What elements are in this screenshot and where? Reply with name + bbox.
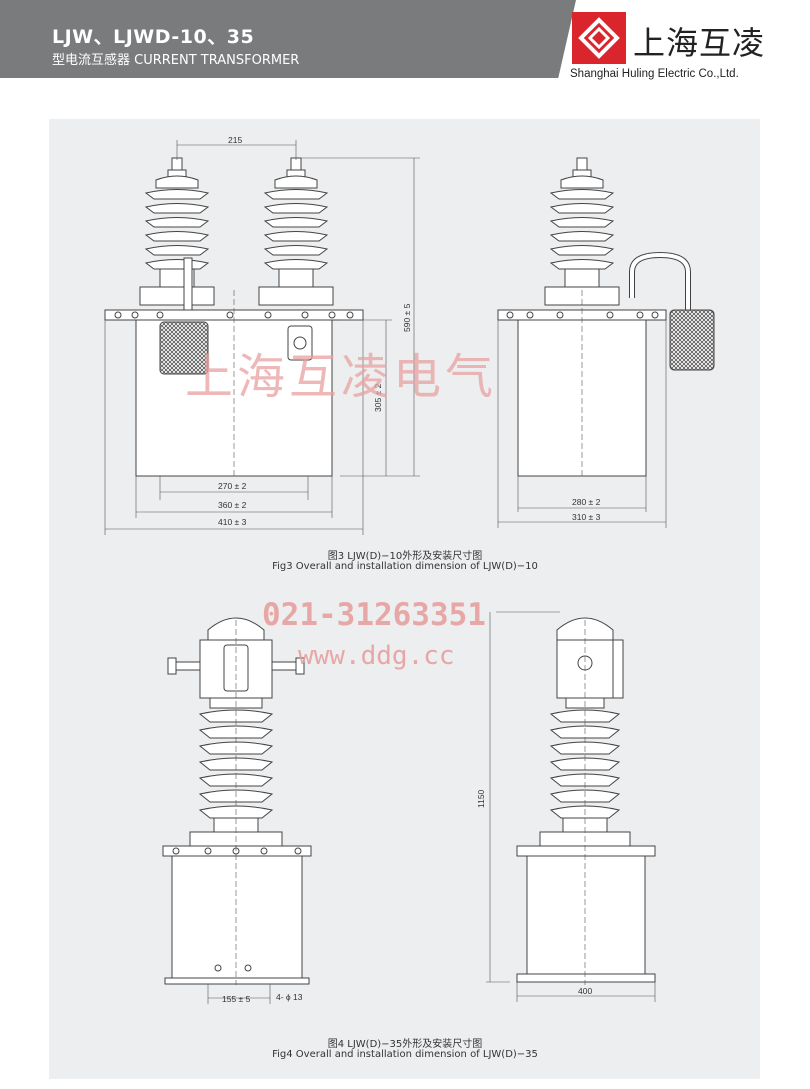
watermark-name: 上海互凌电气 (185, 349, 497, 405)
dim-fig4-holes: 4- ϕ 13 (276, 992, 303, 1002)
fig3-insulator-left (139, 157, 215, 306)
fig4-front-dim-labels: 155 ± 5 4- ϕ 13 (222, 992, 303, 1004)
fig3-side-view (497, 157, 715, 477)
fig4-front-dim-lines (207, 620, 271, 1004)
dim-fig4-height: 1150 (476, 789, 486, 808)
fig4-caption-en: Fig4 Overall and installation dimension … (272, 1049, 538, 1060)
fig4-caption-cn: 图4 LJW(D)−35外形及安装尺寸图 (327, 1039, 483, 1050)
dim-fig3-height: 590 ± 5 (402, 303, 412, 332)
dim-fig3-side1: 280 ± 2 (572, 497, 601, 507)
watermark-website: www.ddg.cc (298, 641, 455, 671)
dim-fig3-side2: 310 ± 3 (572, 512, 601, 522)
fig3-front-dim-labels: 215 270 ± 2 360 ± 2 410 ± 3 305 ± 2 590 … (218, 135, 412, 527)
fig3-caption-en: Fig3 Overall and installation dimension … (272, 561, 538, 572)
huling-logo-icon (572, 12, 626, 64)
fig3-side-terminal-box (669, 309, 715, 371)
dim-fig3-w3: 410 ± 3 (218, 517, 247, 527)
fig4-side-dim-labels: 1150 400 (476, 789, 592, 996)
fig3-insulator-right (258, 157, 334, 306)
page-title: LJW、LJWD-10、35 (52, 26, 255, 48)
dim-fig4-base: 155 ± 5 (222, 994, 251, 1004)
dim-fig3-w1: 270 ± 2 (218, 481, 247, 491)
brand-name-cn: 上海互凌 (633, 24, 766, 62)
fig3-caption-cn: 图3 LJW(D)−10外形及安装尺寸图 (327, 551, 483, 562)
fig4-side-dim-lines (486, 611, 656, 1002)
dim-fig3-w2: 360 ± 2 (218, 500, 247, 510)
page-subtitle: 型电流互感器 CURRENT TRANSFORMER (52, 53, 300, 68)
fig3-terminal-box (159, 321, 209, 375)
fig4-side-view (516, 617, 656, 983)
fig3-side-dim-labels: 280 ± 2 310 ± 3 (572, 497, 601, 522)
fig4-tank (171, 855, 303, 983)
brand-name-en: Shanghai Huling Electric Co.,Ltd. (570, 68, 739, 80)
watermark-phone: 021-31263351 (262, 597, 486, 633)
dim-fig3-top: 215 (228, 135, 242, 145)
fig4-front-view (162, 617, 312, 985)
fig3-front-dim-lines (104, 140, 420, 535)
fig3-bus-rod (183, 257, 193, 319)
dim-fig4-side-width: 400 (578, 986, 592, 996)
dim-fig3-body-height: 305 ± 2 (373, 383, 383, 412)
fig3-side-dim-lines (497, 290, 667, 528)
